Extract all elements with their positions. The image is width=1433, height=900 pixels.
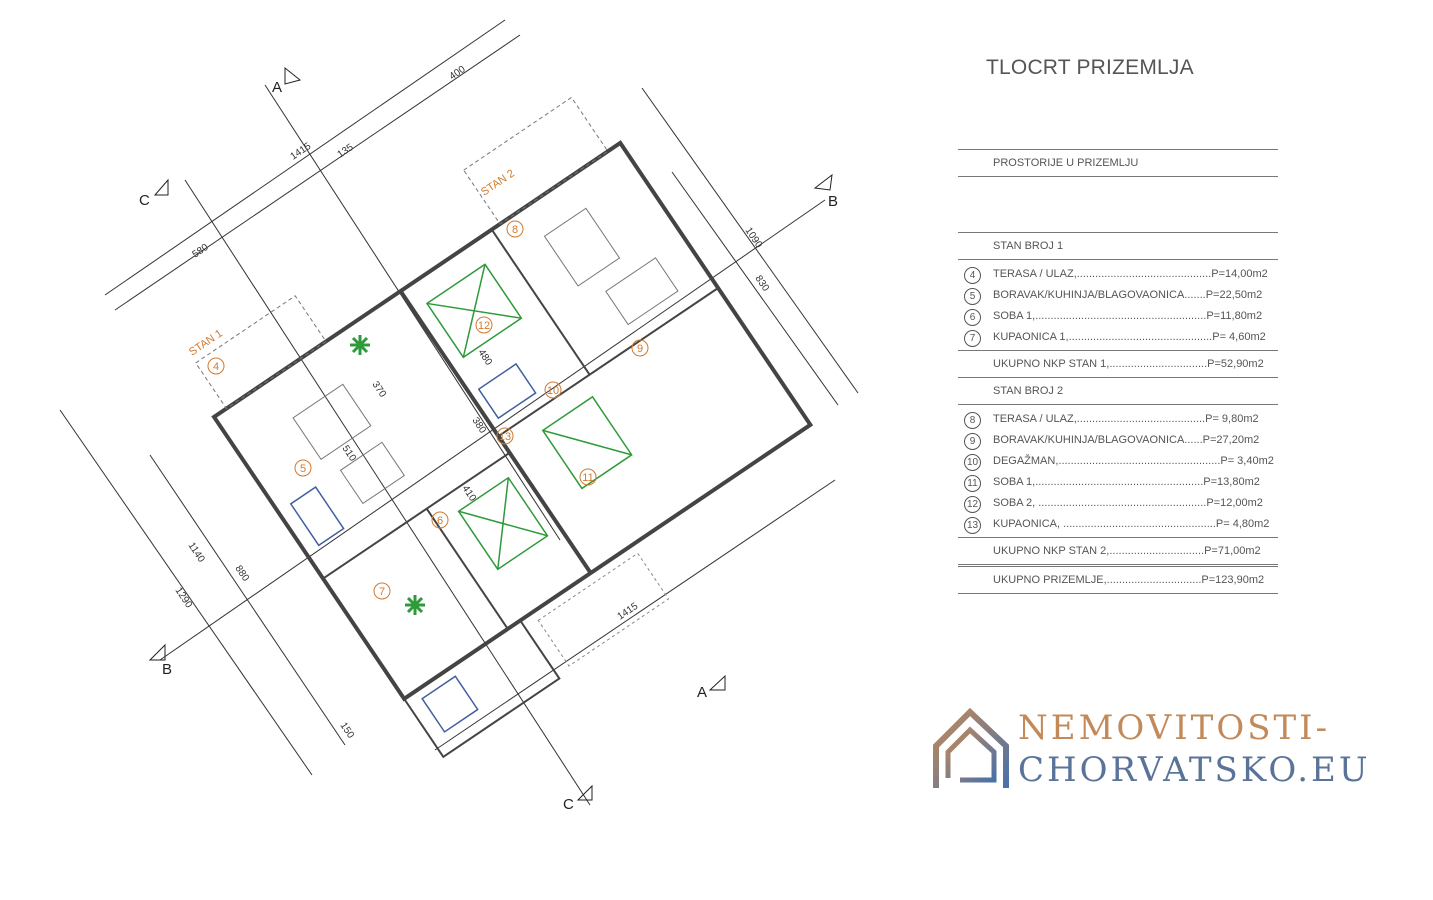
section-marker-a: A bbox=[272, 79, 282, 96]
svg-text:8: 8 bbox=[512, 224, 518, 236]
table-header: PROSTORIJE U PRIZEMLJU bbox=[993, 157, 1139, 169]
svg-text:12: 12 bbox=[478, 320, 490, 332]
svg-text:880: 880 bbox=[233, 564, 252, 584]
dimension-labels: 1415 400 580 135 1090 830 1140 1290 880 … bbox=[173, 64, 772, 741]
svg-text:1140: 1140 bbox=[186, 541, 207, 565]
floor-plan: A A B B C C STAN 1 STAN 2 4 5 6 7 8 9 10… bbox=[59, 19, 859, 813]
svg-text:1415: 1415 bbox=[289, 141, 314, 163]
svg-text:4: 4 bbox=[213, 361, 219, 373]
unit-heading: STAN BROJ 2 bbox=[993, 385, 1064, 397]
svg-text:400: 400 bbox=[448, 64, 468, 83]
svg-text:7: 7 bbox=[379, 586, 385, 598]
vent-icon bbox=[350, 335, 370, 355]
logo: NEMOVITOSTI- CHORVATSKO.EU bbox=[930, 707, 1371, 798]
bed-furniture bbox=[425, 263, 633, 571]
svg-text:11: 11 bbox=[582, 472, 593, 484]
unit-heading: STAN BROJ 1 bbox=[993, 240, 1064, 252]
svg-text:580: 580 bbox=[191, 242, 211, 261]
unit-total: UKUPNO NKP STAN 2,......................… bbox=[993, 545, 1261, 557]
logo-line-1: NEMOVITOSTI- bbox=[1018, 708, 1331, 748]
svg-text:370: 370 bbox=[370, 380, 389, 400]
svg-text:13: 13 bbox=[499, 431, 511, 443]
section-marker-a: A bbox=[697, 684, 707, 701]
svg-text:1090: 1090 bbox=[743, 226, 765, 251]
svg-text:10: 10 bbox=[547, 385, 559, 397]
unit-label: STAN 2 bbox=[479, 167, 517, 198]
house-logo-icon bbox=[933, 707, 1009, 788]
living-furniture bbox=[292, 207, 679, 505]
bathroom-fixtures bbox=[289, 362, 537, 733]
unit-label: STAN 1 bbox=[187, 327, 225, 358]
room-markers: 4 5 6 7 8 9 10 11 12 13 bbox=[207, 220, 649, 600]
svg-text:9: 9 bbox=[637, 343, 643, 355]
vent-icon bbox=[405, 595, 425, 615]
section-marker-c: C bbox=[563, 796, 574, 813]
logo-line-2: CHORVATSKO.EU bbox=[1018, 750, 1371, 790]
section-marker-b: B bbox=[162, 661, 172, 678]
svg-text:1290: 1290 bbox=[173, 586, 195, 611]
dimension-lines bbox=[59, 19, 859, 806]
section-marker-b: B bbox=[828, 193, 838, 210]
svg-text:480: 480 bbox=[476, 348, 495, 368]
svg-text:6: 6 bbox=[437, 515, 443, 527]
page-title: TLOCRT PRIZEMLJA bbox=[986, 56, 1194, 79]
unit-total: UKUPNO NKP STAN 1,......................… bbox=[993, 358, 1264, 370]
building bbox=[195, 96, 814, 759]
svg-text:5: 5 bbox=[300, 463, 306, 475]
svg-text:830: 830 bbox=[753, 274, 772, 294]
section-arrows bbox=[148, 66, 833, 801]
grand-total: UKUPNO PRIZEMLJE,.......................… bbox=[993, 574, 1265, 586]
section-marker-c: C bbox=[139, 192, 150, 209]
